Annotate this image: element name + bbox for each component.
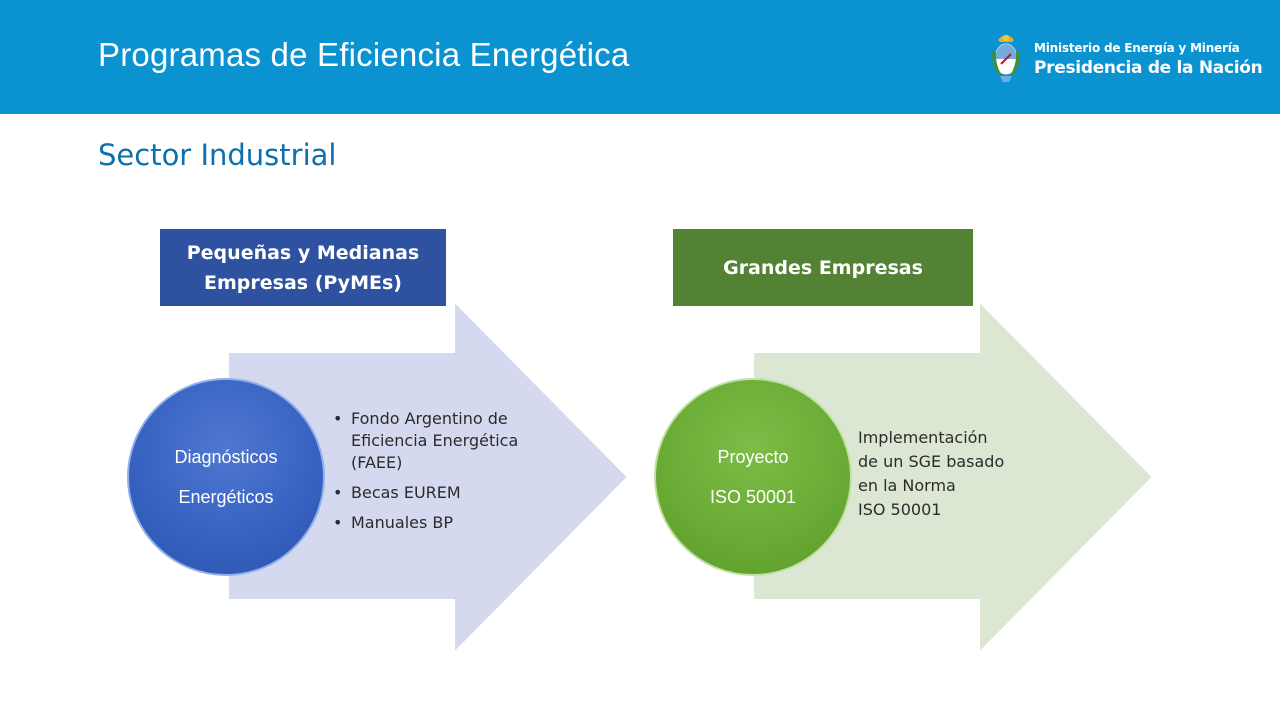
page-title: Programas de Eficiencia Energética xyxy=(98,36,630,73)
pymes-label-line2: Empresas (PyMEs) xyxy=(204,271,402,294)
proyecto-circle-line2: ISO 50001 xyxy=(709,487,797,507)
bullet-faee: Fondo Argentino de Eficiencia Energética… xyxy=(333,408,533,474)
ministry-name: Ministerio de Energía y Minería xyxy=(1034,41,1240,55)
grandes-description-line2: de un SGE basado xyxy=(858,452,1005,471)
pymes-label-line1: Pequeñas y Medianas xyxy=(186,241,420,264)
argentina-coat-of-arms-icon xyxy=(992,35,1020,82)
bullet-manuales-bp: Manuales BP xyxy=(333,512,533,534)
diagnosticos-circle-line1: Diagnósticos xyxy=(174,447,278,467)
grandes-description-line3: en la Norma xyxy=(858,476,956,495)
pymes-label: Pequeñas y Medianas Empresas (PyMEs) xyxy=(160,229,446,306)
diagnosticos-circle: Diagnósticos Energéticos xyxy=(127,378,325,576)
grandes-label: Grandes Empresas xyxy=(673,229,973,306)
pymes-arrow-shape xyxy=(227,298,630,656)
bullet-becas-eurem: Becas EUREM xyxy=(333,482,533,504)
header-bar: Programas de Eficiencia Energética Minis… xyxy=(0,0,1280,114)
grandes-description: Implementación de un SGE basado en la No… xyxy=(858,426,1048,522)
pymes-bullet-list: Fondo Argentino de Eficiencia Energética… xyxy=(333,408,533,542)
grandes-arrow-shape xyxy=(752,298,1155,656)
grandes-description-line1: Implementación xyxy=(858,428,988,447)
presidency-name: Presidencia de la Nación xyxy=(1034,58,1263,78)
section-subtitle: Sector Industrial xyxy=(98,138,337,172)
diagnosticos-circle-line2: Energéticos xyxy=(178,487,274,507)
proyecto-iso-circle: Proyecto ISO 50001 xyxy=(654,378,852,576)
grandes-description-line4: ISO 50001 xyxy=(858,500,942,519)
proyecto-circle-line1: Proyecto xyxy=(717,447,789,467)
